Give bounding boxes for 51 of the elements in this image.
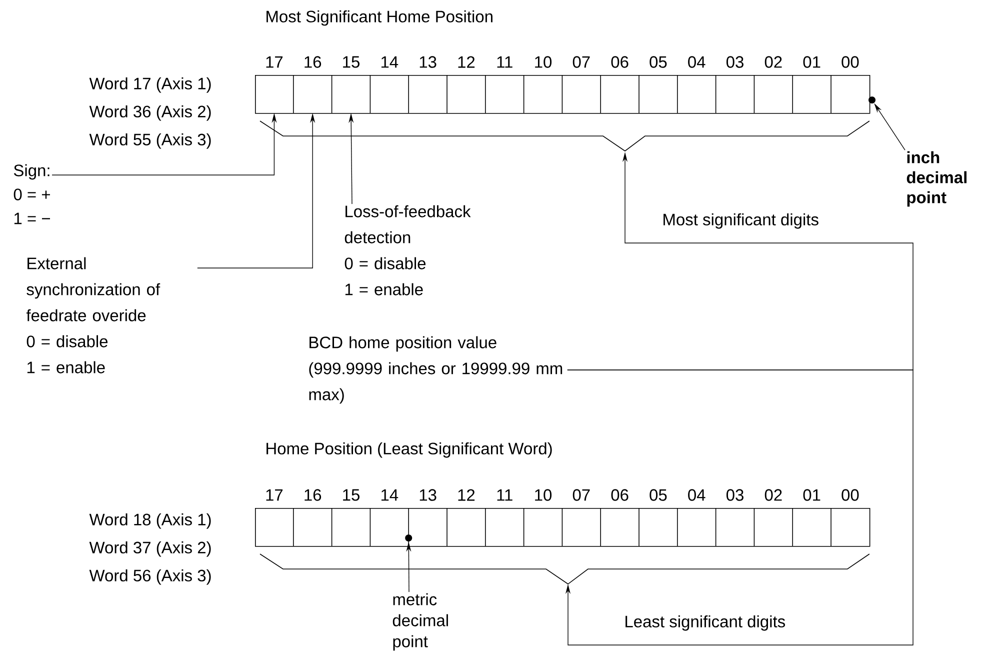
edge-label: Least significant digits bbox=[623, 614, 787, 632]
bit-number: 05 bbox=[650, 489, 667, 501]
bit-number: 10 bbox=[535, 489, 552, 501]
bit-number: 02 bbox=[764, 56, 782, 68]
bit-number: 11 bbox=[497, 56, 512, 68]
decimal-point-dot bbox=[405, 534, 412, 542]
bit-number: 14 bbox=[381, 56, 398, 68]
word-address: Word 17 (Axis 1) bbox=[89, 77, 211, 93]
bit-number: 01 bbox=[803, 56, 820, 68]
bit-number: 06 bbox=[611, 56, 628, 68]
edge-label: Most significant digits bbox=[661, 212, 820, 230]
bit-number: 16 bbox=[304, 489, 322, 501]
arrow bbox=[565, 370, 914, 646]
annotation-text: Sign: 0 = + 1 = − bbox=[14, 164, 50, 224]
bit-number: 14 bbox=[381, 489, 398, 501]
bit-number: 12 bbox=[458, 56, 475, 68]
bit-number: 15 bbox=[343, 56, 360, 68]
annotation-text: metric decimal point bbox=[392, 593, 448, 651]
bit-number: 11 bbox=[497, 489, 512, 501]
bit-number: 10 bbox=[535, 56, 552, 68]
bit-number: 00 bbox=[842, 489, 859, 501]
annotation-text: Loss-of-feedback detection 0 = disable 1 = enable bbox=[344, 205, 471, 296]
bit-number: 12 bbox=[458, 489, 475, 501]
bit-number: 02 bbox=[764, 489, 782, 501]
bit-number: 03 bbox=[726, 489, 744, 501]
bit-number: 13 bbox=[420, 56, 436, 68]
word-address: Word 36 (Axis 2) bbox=[89, 105, 211, 121]
bit-number: 16 bbox=[304, 56, 322, 68]
bit-number: 06 bbox=[611, 489, 628, 501]
register-title: Most Significant Home Position bbox=[266, 10, 492, 26]
bit-number: 07 bbox=[572, 489, 590, 501]
word-address: Word 55 (Axis 3) bbox=[89, 133, 211, 149]
annotation-text: External synchronization of feedrate overide 0 = disable 1 = enable bbox=[26, 257, 160, 374]
bit-number: 05 bbox=[650, 56, 667, 68]
word-address: Word 56 (Axis 3) bbox=[89, 569, 211, 585]
bit-number: 00 bbox=[842, 56, 859, 68]
bit-number: 04 bbox=[688, 489, 706, 501]
bit-number: 15 bbox=[343, 489, 360, 501]
decimal-point-dot bbox=[868, 96, 876, 104]
bit-number: 13 bbox=[420, 489, 436, 501]
bit-number: 07 bbox=[572, 56, 590, 68]
bit-number: 04 bbox=[688, 56, 706, 68]
annotation-text: inch decimal point bbox=[906, 151, 966, 207]
bit-number: 01 bbox=[803, 489, 820, 501]
bit-number: 03 bbox=[726, 56, 744, 68]
word-address: Word 37 (Axis 2) bbox=[89, 541, 211, 557]
bit-number: 17 bbox=[266, 489, 283, 501]
annotation-text: BCD home position value (999.9999 inches or 19999.99 mm max) bbox=[309, 336, 562, 404]
word-address: Word 18 (Axis 1) bbox=[89, 513, 211, 529]
bit-number: 17 bbox=[266, 56, 283, 68]
register-title: Home Position (Least Significant Word) bbox=[266, 442, 552, 458]
